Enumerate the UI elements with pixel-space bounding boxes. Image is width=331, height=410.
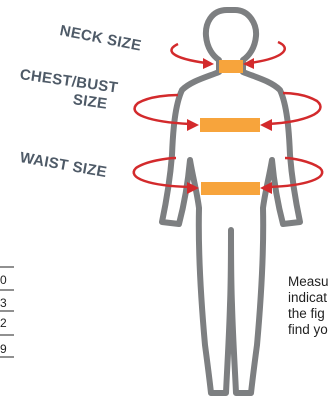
chest-arrowhead-right: [260, 119, 272, 131]
instruction-line: Measu: [288, 274, 329, 290]
table-cell-fragment: 0: [0, 274, 7, 286]
waist-arrow-left: [134, 158, 190, 187]
neck-arrow-left: [171, 44, 206, 63]
instruction-line: the fig: [288, 306, 325, 322]
table-cell-fragment: 9: [0, 343, 7, 355]
table-cell-fragment: 2: [0, 317, 7, 329]
neck-arrowhead-left: [203, 58, 214, 69]
chest-band: [200, 118, 260, 132]
waist-band: [201, 182, 260, 195]
chest-arrow-right: [268, 93, 320, 124]
instruction-line: find yo: [288, 322, 328, 338]
table-cell-fragment: 3: [0, 297, 7, 309]
instruction-line: indicat: [288, 290, 327, 306]
chest-arrowhead-left: [187, 119, 199, 131]
neck-band: [219, 60, 243, 73]
